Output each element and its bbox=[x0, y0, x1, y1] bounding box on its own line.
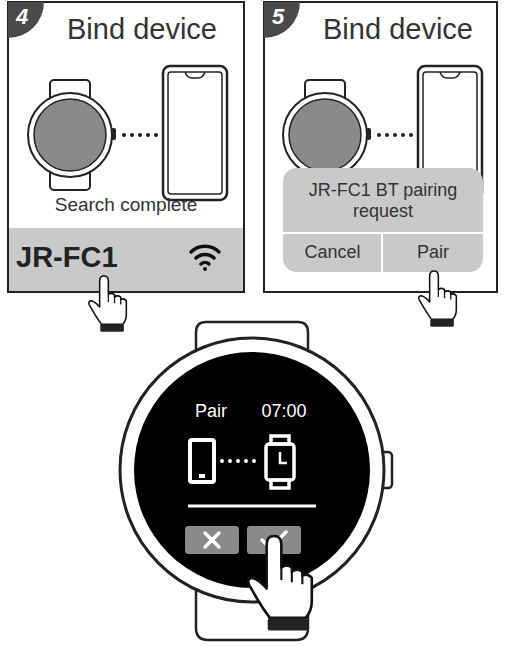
screen-watch-icon bbox=[266, 436, 294, 488]
status-text: Search complete bbox=[14, 190, 238, 220]
screen-dots bbox=[228, 459, 232, 463]
smartwatch bbox=[134, 352, 370, 588]
screen-time: 07:00 bbox=[248, 398, 320, 424]
panel-5-frame bbox=[264, 2, 497, 292]
screen-dots bbox=[252, 459, 256, 463]
watch-icon bbox=[366, 128, 371, 140]
panel-4-frame bbox=[8, 2, 44, 38]
smartwatch bbox=[120, 338, 384, 602]
wifi-icon bbox=[201, 262, 209, 264]
phone-icon bbox=[168, 72, 222, 194]
step-panel: Bind device 5JR-FC1 BT pairing requestCan… bbox=[264, 2, 497, 292]
panel-title: Bind device bbox=[44, 8, 240, 52]
connection-dots bbox=[377, 133, 381, 137]
device-name: JR-FC1 bbox=[16, 240, 188, 276]
connection-dots bbox=[146, 133, 150, 137]
connection-dots bbox=[122, 133, 158, 137]
connection-dots bbox=[377, 133, 413, 137]
panel-4-frame bbox=[8, 2, 244, 292]
wifi-icon bbox=[196, 254, 214, 258]
connection-dots bbox=[138, 133, 142, 137]
screen-dots bbox=[220, 459, 224, 463]
pairing-popup bbox=[283, 168, 483, 272]
phone-icon bbox=[185, 72, 205, 78]
pairing-popup bbox=[381, 233, 383, 272]
cancel-button bbox=[205, 533, 219, 547]
connection-dots bbox=[154, 133, 158, 137]
panel-5-frame bbox=[264, 2, 300, 38]
connection-dots bbox=[409, 133, 413, 137]
button-label: Pair bbox=[383, 238, 483, 266]
dialog-button: Cancel bbox=[283, 234, 382, 272]
smartwatch bbox=[120, 322, 392, 640]
panel-title: Bind device bbox=[300, 8, 496, 52]
screen-dots bbox=[236, 459, 240, 463]
connection-dots bbox=[122, 133, 126, 137]
screen-phone-icon bbox=[190, 440, 214, 482]
watch-screen: Pair07:00 bbox=[134, 352, 370, 588]
screen-dots bbox=[244, 459, 248, 463]
phone-icon bbox=[163, 66, 227, 200]
screen-divider bbox=[188, 505, 316, 508]
watch-icon bbox=[289, 99, 361, 171]
connection-dots bbox=[130, 133, 134, 137]
phone-icon bbox=[440, 72, 460, 78]
wifi-icon bbox=[191, 246, 219, 271]
panel-4-frame bbox=[8, 2, 244, 292]
phone-icon bbox=[163, 66, 227, 200]
step-number: 4 bbox=[8, 3, 36, 31]
pairing-dialog: JR-FC1 BT pairing requestCancelPair bbox=[283, 168, 483, 272]
watch-icon bbox=[111, 128, 116, 140]
cancel-button bbox=[185, 526, 239, 554]
watch-icon bbox=[34, 99, 106, 171]
screen-watch-icon bbox=[266, 444, 294, 480]
connection-dots bbox=[385, 133, 389, 137]
screen-watch-icon bbox=[271, 480, 289, 488]
device-list-bar: JR-FC1 bbox=[8, 228, 244, 292]
step-number: 5 bbox=[264, 3, 292, 31]
panel-5-frame bbox=[264, 2, 497, 292]
step-number-tab: 4 bbox=[8, 2, 38, 34]
tap-hand bbox=[89, 276, 127, 332]
cancel-button bbox=[185, 526, 239, 554]
screen-title: Pair bbox=[180, 398, 242, 424]
dialog-button: Pair bbox=[383, 234, 483, 272]
watch-icon bbox=[28, 93, 112, 177]
connection-dots bbox=[401, 133, 405, 137]
step-panel: Bind deviceSearch complete 4JR-FC1 bbox=[8, 2, 244, 292]
panel-4-frame bbox=[8, 228, 244, 292]
screen-phone-icon bbox=[190, 440, 214, 482]
wifi-icon bbox=[203, 267, 207, 271]
button-label: Cancel bbox=[283, 238, 382, 266]
screen-watch-icon bbox=[271, 436, 289, 444]
screen-phone-icon bbox=[199, 474, 205, 478]
watch-icon bbox=[283, 93, 367, 177]
screen-watch-icon bbox=[280, 452, 287, 463]
tap-hand bbox=[419, 271, 457, 327]
step-number-tab: 5 bbox=[264, 2, 294, 34]
tap-hand bbox=[248, 536, 312, 631]
dialog-message: JR-FC1 BT pairing request bbox=[290, 174, 476, 228]
watch-icon bbox=[28, 80, 116, 190]
wifi-icon bbox=[191, 246, 219, 252]
pairing-popup bbox=[283, 168, 483, 272]
connection-dots bbox=[393, 133, 397, 137]
screen-dots bbox=[220, 459, 256, 463]
